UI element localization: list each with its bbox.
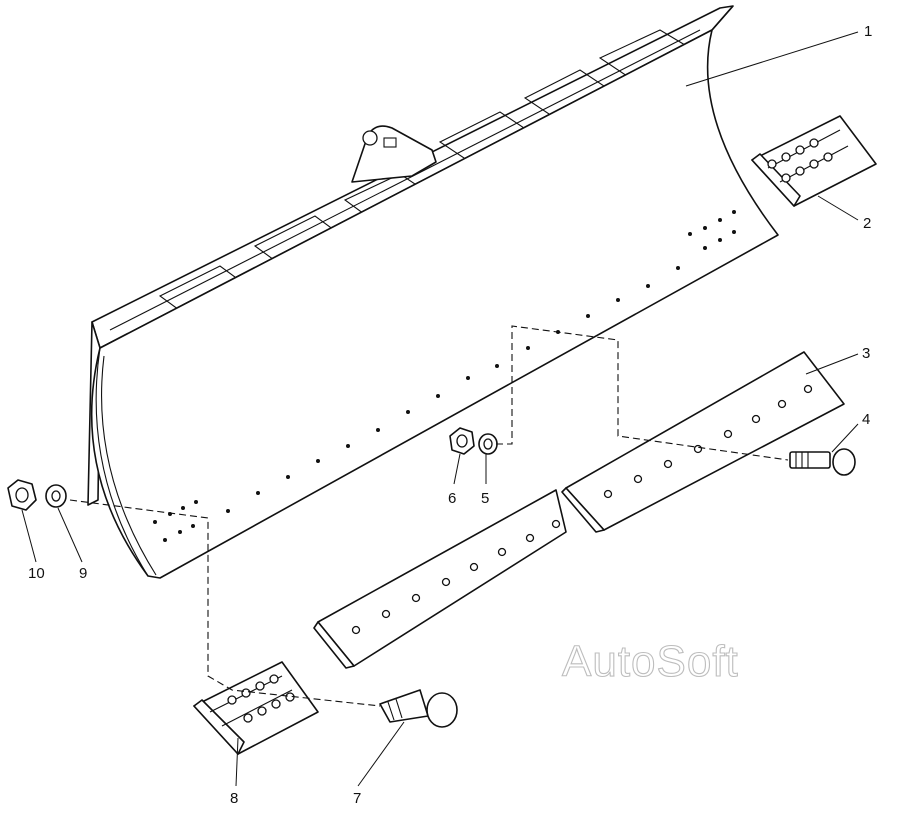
cutting-edge-right <box>561 351 845 533</box>
washer-left <box>45 484 67 508</box>
end-bit-right <box>751 115 877 207</box>
callout-6: 6 <box>448 490 456 507</box>
blade-bolt-holes <box>153 210 736 542</box>
blade-moldboard <box>87 5 779 579</box>
callout-10: 10 <box>28 565 45 582</box>
callout-4: 4 <box>862 411 870 428</box>
callout-5: 5 <box>481 490 489 507</box>
washer-middle <box>478 433 498 455</box>
callout-3: 3 <box>862 345 870 362</box>
callout-9: 9 <box>79 565 87 582</box>
leader-lines <box>21 31 859 787</box>
nut-middle <box>449 427 475 455</box>
callout-7: 7 <box>353 790 361 807</box>
lifting-lug <box>351 125 437 183</box>
callouts: 1 2 3 4 5 6 7 8 9 10 <box>28 23 872 807</box>
end-bit-left <box>193 661 319 755</box>
callout-1: 1 <box>864 23 872 40</box>
plow-bolt-right <box>789 448 856 476</box>
plow-bolt-bottom <box>379 689 458 728</box>
watermark: AutoSoft <box>562 637 739 686</box>
callout-2: 2 <box>863 215 871 232</box>
callout-8: 8 <box>230 790 238 807</box>
cutting-edge-left <box>313 489 567 669</box>
nut-left <box>7 479 37 511</box>
assembly-lines <box>69 325 789 707</box>
